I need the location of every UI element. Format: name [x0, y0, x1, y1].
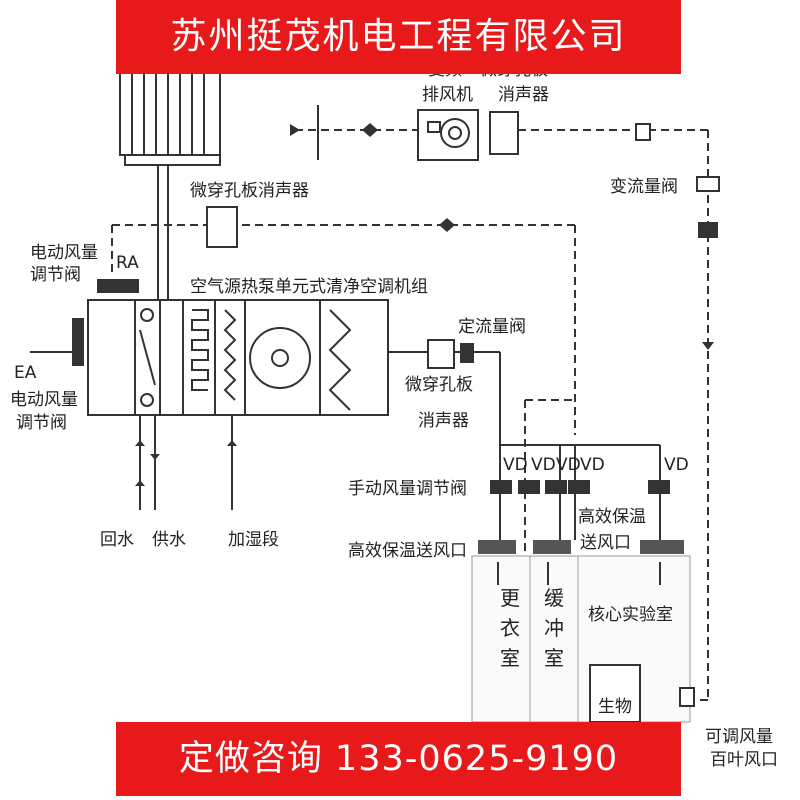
louver-label-2: 百叶风口	[710, 750, 778, 770]
vd-2: VD	[531, 455, 556, 475]
ra-top-label: RA	[116, 253, 139, 273]
silencer-right-label-1: 微穿孔板	[405, 375, 473, 395]
motor-damper-left-label-1: 电动风量	[10, 390, 78, 410]
silencer-mid	[206, 206, 238, 248]
humidifier-label: 加湿段	[228, 530, 279, 550]
hepa-outlets	[478, 540, 684, 554]
manual-dampers	[490, 480, 670, 494]
water-lines	[135, 415, 237, 510]
motor-damper-left-label-2: 调节阀	[16, 413, 67, 433]
bottom-banner: 定做咨询 133-0625-9190	[116, 722, 681, 796]
vd-1: VD	[503, 455, 528, 475]
hepa-right-label-2: 送风口	[580, 533, 631, 553]
ahu-unit	[87, 299, 389, 416]
vd-4: VD	[580, 455, 605, 475]
damper-top-right	[635, 123, 651, 141]
supply-water-label: 供水	[152, 530, 186, 550]
louver	[679, 687, 695, 707]
silencer-right	[427, 339, 455, 369]
return-water-label: 回水	[100, 530, 134, 550]
room-changing-label-2: 衣	[500, 616, 520, 640]
bio-cabinet-label: 生物	[598, 697, 632, 717]
room-changing-label-1: 更	[500, 586, 520, 610]
top-banner: 苏州挺茂机电工程有限公司	[116, 0, 681, 74]
vav-valve	[696, 176, 720, 192]
motor-damper-top	[97, 279, 139, 293]
vd-5: VD	[664, 455, 689, 475]
silencer-mid-label: 微穿孔板消声器	[190, 181, 309, 201]
exhaust-fan	[417, 109, 479, 161]
room-buffer-label-3: 室	[544, 646, 564, 670]
silencer-right-label-2: 消声器	[418, 411, 469, 431]
cav-valve	[460, 343, 474, 363]
louver-label-1: 可调风量	[705, 727, 773, 747]
room-buffer-label-1: 缓	[544, 586, 564, 610]
exhaust-fan-label-2: 排风机	[422, 85, 473, 105]
ahu-label: 空气源热泵单元式清净空调机组	[190, 277, 428, 297]
motor-damper-left	[72, 318, 84, 366]
vd-3: VD	[556, 455, 581, 475]
rooms	[471, 555, 691, 723]
silencer-top	[489, 111, 519, 155]
manual-damper-label: 手动风量调节阀	[348, 479, 467, 499]
vav-valve-label: 变流量阀	[610, 177, 678, 197]
hepa-left-label: 高效保温送风口	[348, 541, 467, 561]
room-core-label: 核心实验室	[588, 605, 673, 625]
room-buffer-label-2: 冲	[544, 616, 564, 640]
motor-damper-top-label-2: 调节阀	[30, 265, 81, 285]
silencer-top-label-2: 消声器	[498, 85, 549, 105]
ea-left-label: EA	[14, 363, 37, 383]
cav-valve-label: 定流量阀	[458, 317, 526, 337]
hepa-right-label-1: 高效保温	[578, 507, 646, 527]
damper-right	[698, 222, 718, 238]
room-changing-label-3: 室	[500, 646, 520, 670]
motor-damper-top-label-1: 电动风量	[30, 243, 98, 263]
